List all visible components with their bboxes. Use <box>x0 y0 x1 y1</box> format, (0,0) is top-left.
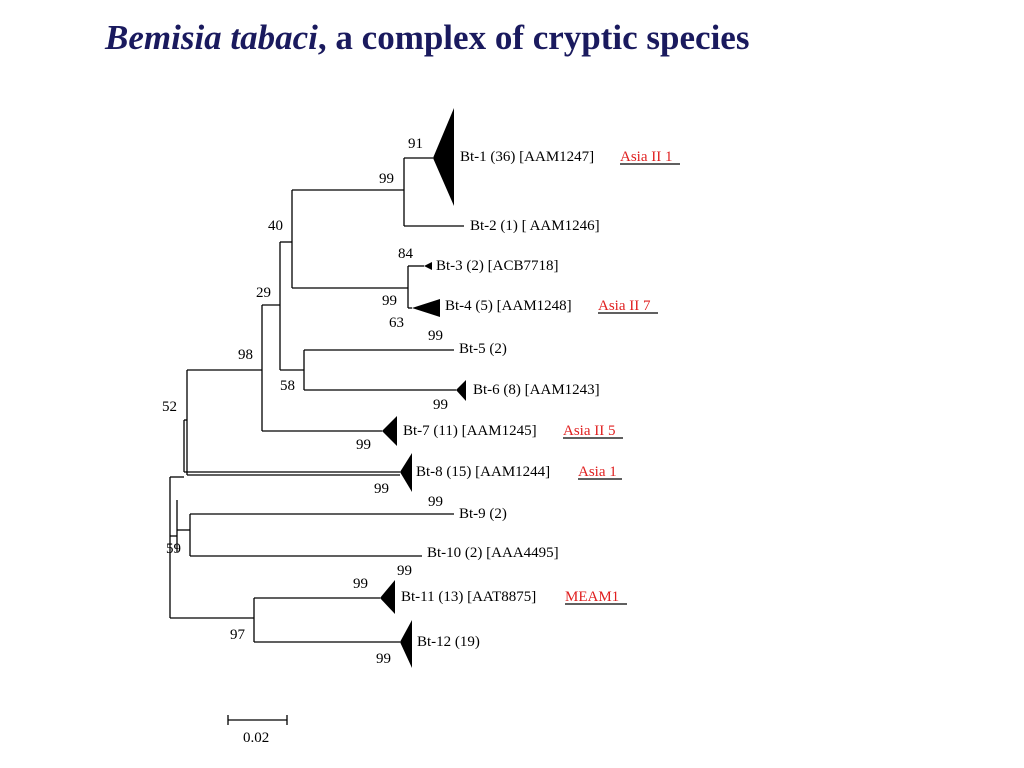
taxon-label: Bt-7 (11) [AAM1245] <box>403 423 537 439</box>
title-species: Bemisia tabaci <box>105 18 318 57</box>
taxon-label: Bt-6 (8) [AAM1243] <box>473 382 600 398</box>
clade-triangle-bt1 <box>433 108 454 206</box>
bootstrap-value: 99 <box>379 171 394 187</box>
clade-triangle-bt12 <box>400 620 412 668</box>
bootstrap-value: 84 <box>398 246 414 262</box>
taxon-label: Bt-11 (13) [AAT8875] <box>401 589 536 605</box>
scale-bar-label: 0.02 <box>243 730 269 746</box>
scale-bar <box>227 715 288 725</box>
slide-title: Bemisia tabaci, a complex of cryptic spe… <box>105 18 749 58</box>
bootstrap-value: 99 <box>433 397 448 413</box>
group-tags: Asia II 1 Asia II 7 Asia II 5 Asia 1 MEA… <box>563 149 680 605</box>
taxon-label: Bt-9 (2) <box>459 506 507 522</box>
taxon-label: Bt-3 (2) [ACB7718] <box>436 258 559 274</box>
bootstrap-value: 99 <box>397 563 412 579</box>
tree-branches <box>169 157 464 643</box>
bootstrap-value: 40 <box>268 218 283 234</box>
bootstrap-value: 59 <box>166 541 181 557</box>
bootstrap-value: 58 <box>280 378 295 394</box>
bootstrap-value: 99 <box>374 481 389 497</box>
taxon-label: Bt-5 (2) <box>459 341 507 357</box>
group-tag-asia-1: Asia 1 <box>578 464 617 480</box>
bootstrap-value: 99 <box>356 437 371 453</box>
collapsed-clades <box>380 108 466 668</box>
bootstrap-value: 91 <box>408 136 423 152</box>
bootstrap-values: 91 99 40 84 99 63 29 99 98 58 99 99 52 9… <box>162 136 448 667</box>
taxon-label: Bt-10 (2) [AAA4495] <box>427 545 559 561</box>
clade-triangle-bt6 <box>456 380 466 401</box>
taxon-label: Bt-4 (5) [AAM1248] <box>445 298 572 314</box>
group-tag-asia-ii-7: Asia II 7 <box>598 298 651 314</box>
taxon-label: Bt-8 (15) [AAM1244] <box>416 464 550 480</box>
bootstrap-value: 52 <box>162 399 177 415</box>
title-rest: , a complex of cryptic species <box>317 18 750 57</box>
taxon-label: Bt-1 (36) [AAM1247] <box>460 149 594 165</box>
group-tag-asia-ii-5: Asia II 5 <box>563 423 616 439</box>
bootstrap-value: 99 <box>353 576 368 592</box>
clade-triangle-bt7 <box>382 416 397 446</box>
bootstrap-value: 98 <box>238 347 253 363</box>
clade-triangle-bt4 <box>412 299 440 317</box>
bootstrap-value: 99 <box>428 494 443 510</box>
group-tag-asia-ii-1: Asia II 1 <box>620 149 673 165</box>
clade-triangle-bt11 <box>380 580 395 614</box>
bootstrap-value: 99 <box>376 651 391 667</box>
bootstrap-value: 99 <box>382 293 397 309</box>
taxon-labels: Bt-1 (36) [AAM1247] Bt-2 (1) [ AAM1246] … <box>401 149 600 650</box>
bootstrap-value: 63 <box>389 315 404 331</box>
bootstrap-value: 97 <box>230 627 246 643</box>
bootstrap-value: 29 <box>256 285 271 301</box>
taxon-label: Bt-12 (19) <box>417 634 480 650</box>
clade-triangle-bt3 <box>424 262 432 270</box>
taxon-label: Bt-2 (1) [ AAM1246] <box>470 218 600 234</box>
bootstrap-value: 99 <box>428 328 443 344</box>
group-tag-meam1: MEAM1 <box>565 589 619 605</box>
clade-triangle-bt8 <box>400 453 412 492</box>
